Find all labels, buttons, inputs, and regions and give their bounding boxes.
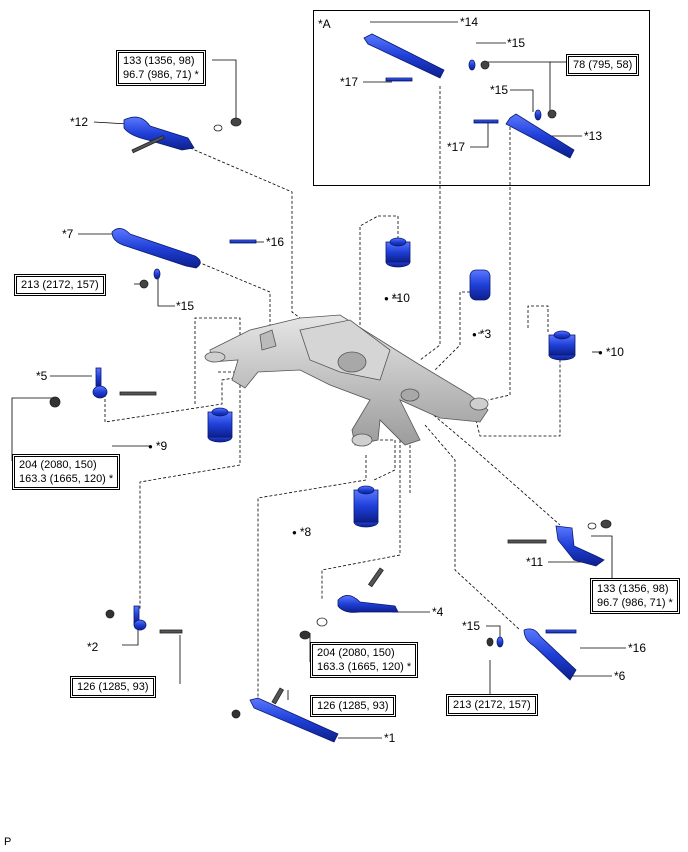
part-label-12: *12 [70, 115, 89, 129]
arms [111, 33, 605, 743]
torque-spec-box-8: 126 (1285, 93) [310, 695, 396, 717]
arm-6 [523, 628, 577, 681]
rear-suspension-member [204, 314, 489, 447]
part-label-13: *13 [584, 129, 603, 143]
bushing-8 [353, 485, 379, 528]
inset-label: *A [318, 17, 331, 31]
part-label-17-a: *17 [340, 75, 359, 89]
steel-bolts [49, 60, 612, 719]
torque-spec-box-3: 213 (2172, 157) [14, 274, 106, 296]
figure-letter: P [4, 836, 12, 848]
torque-spec-line: 126 (1285, 93) [77, 681, 149, 693]
torque-spec-box-7: 126 (1285, 93) [70, 676, 156, 698]
arm-11 [555, 525, 605, 567]
part-label-15-b: *15 [490, 83, 509, 97]
torque-spec-line: 126 (1285, 93) [317, 700, 389, 712]
part-label-14: *14 [460, 15, 479, 29]
bushings [207, 237, 576, 528]
part-label-10-top: *10 [384, 292, 410, 306]
torque-spec-box-4: 204 (2080, 150) 163.3 (1665, 120) * [12, 454, 121, 490]
part-label-15-c: *15 [176, 299, 195, 313]
arm-14 [363, 33, 445, 79]
part-label-11: *11 [526, 555, 544, 569]
part-label-3: *3 [472, 328, 491, 342]
arm-12 [123, 116, 195, 151]
hardware [92, 59, 577, 648]
torque-spec-box-1: 133 (1356, 98) 96.7 (986, 71) * [116, 50, 206, 86]
part-label-10-right: *10 [598, 346, 624, 360]
bushing-9 [207, 407, 233, 443]
part-label-4: *4 [432, 605, 444, 619]
torque-spec-box-6: 204 (2080, 150) 163.3 (1665, 120) * [310, 642, 419, 678]
part-label-1: *1 [384, 731, 396, 745]
torque-spec-line: 213 (2172, 157) [453, 699, 531, 711]
arm-7 [111, 228, 201, 269]
torque-spec-line: 133 (1356, 98) [597, 583, 669, 595]
torque-spec-line: 96.7 (986, 71) * [597, 597, 673, 609]
part-label-6: *6 [614, 669, 626, 683]
torque-spec-line: 204 (2080, 150) [317, 647, 395, 659]
part-label-9: *9 [148, 440, 167, 454]
bushing-3 [469, 269, 491, 301]
torque-spec-line: 213 (2172, 157) [21, 279, 99, 291]
torque-spec-box-2: 78 (795, 58) [566, 54, 640, 76]
part-label-16-a: *16 [266, 235, 285, 249]
torque-spec-line: 133 (1356, 98) [123, 55, 195, 67]
inset-frame-a [313, 10, 650, 186]
part-label-7: *7 [62, 227, 74, 241]
torque-spec-line: 163.3 (1665, 120) * [19, 473, 114, 485]
torque-spec-box-9: 213 (2172, 157) [446, 694, 538, 716]
torque-spec-box-5: 133 (1356, 98) 96.7 (986, 71) * [590, 578, 680, 614]
bushing-10-top [385, 237, 411, 268]
arm-1 [249, 697, 339, 743]
part-label-15-a: *15 [507, 36, 526, 50]
part-label-15-d: *15 [462, 619, 481, 633]
arm-4 [337, 595, 399, 613]
torque-spec-line: 163.3 (1665, 120) * [317, 661, 412, 673]
torque-spec-line: 204 (2080, 150) [19, 459, 97, 471]
part-label-8: *8 [292, 526, 311, 540]
part-label-17-b: *17 [447, 140, 466, 154]
bushing-10-right [548, 330, 576, 361]
part-label-2: *2 [87, 640, 99, 654]
torque-spec-line: 78 (795, 58) [573, 59, 633, 71]
arm-13 [505, 113, 575, 159]
part-label-16-b: *16 [628, 641, 647, 655]
part-label-5: *5 [36, 369, 48, 383]
torque-spec-line: 96.7 (986, 71) * [123, 69, 199, 81]
